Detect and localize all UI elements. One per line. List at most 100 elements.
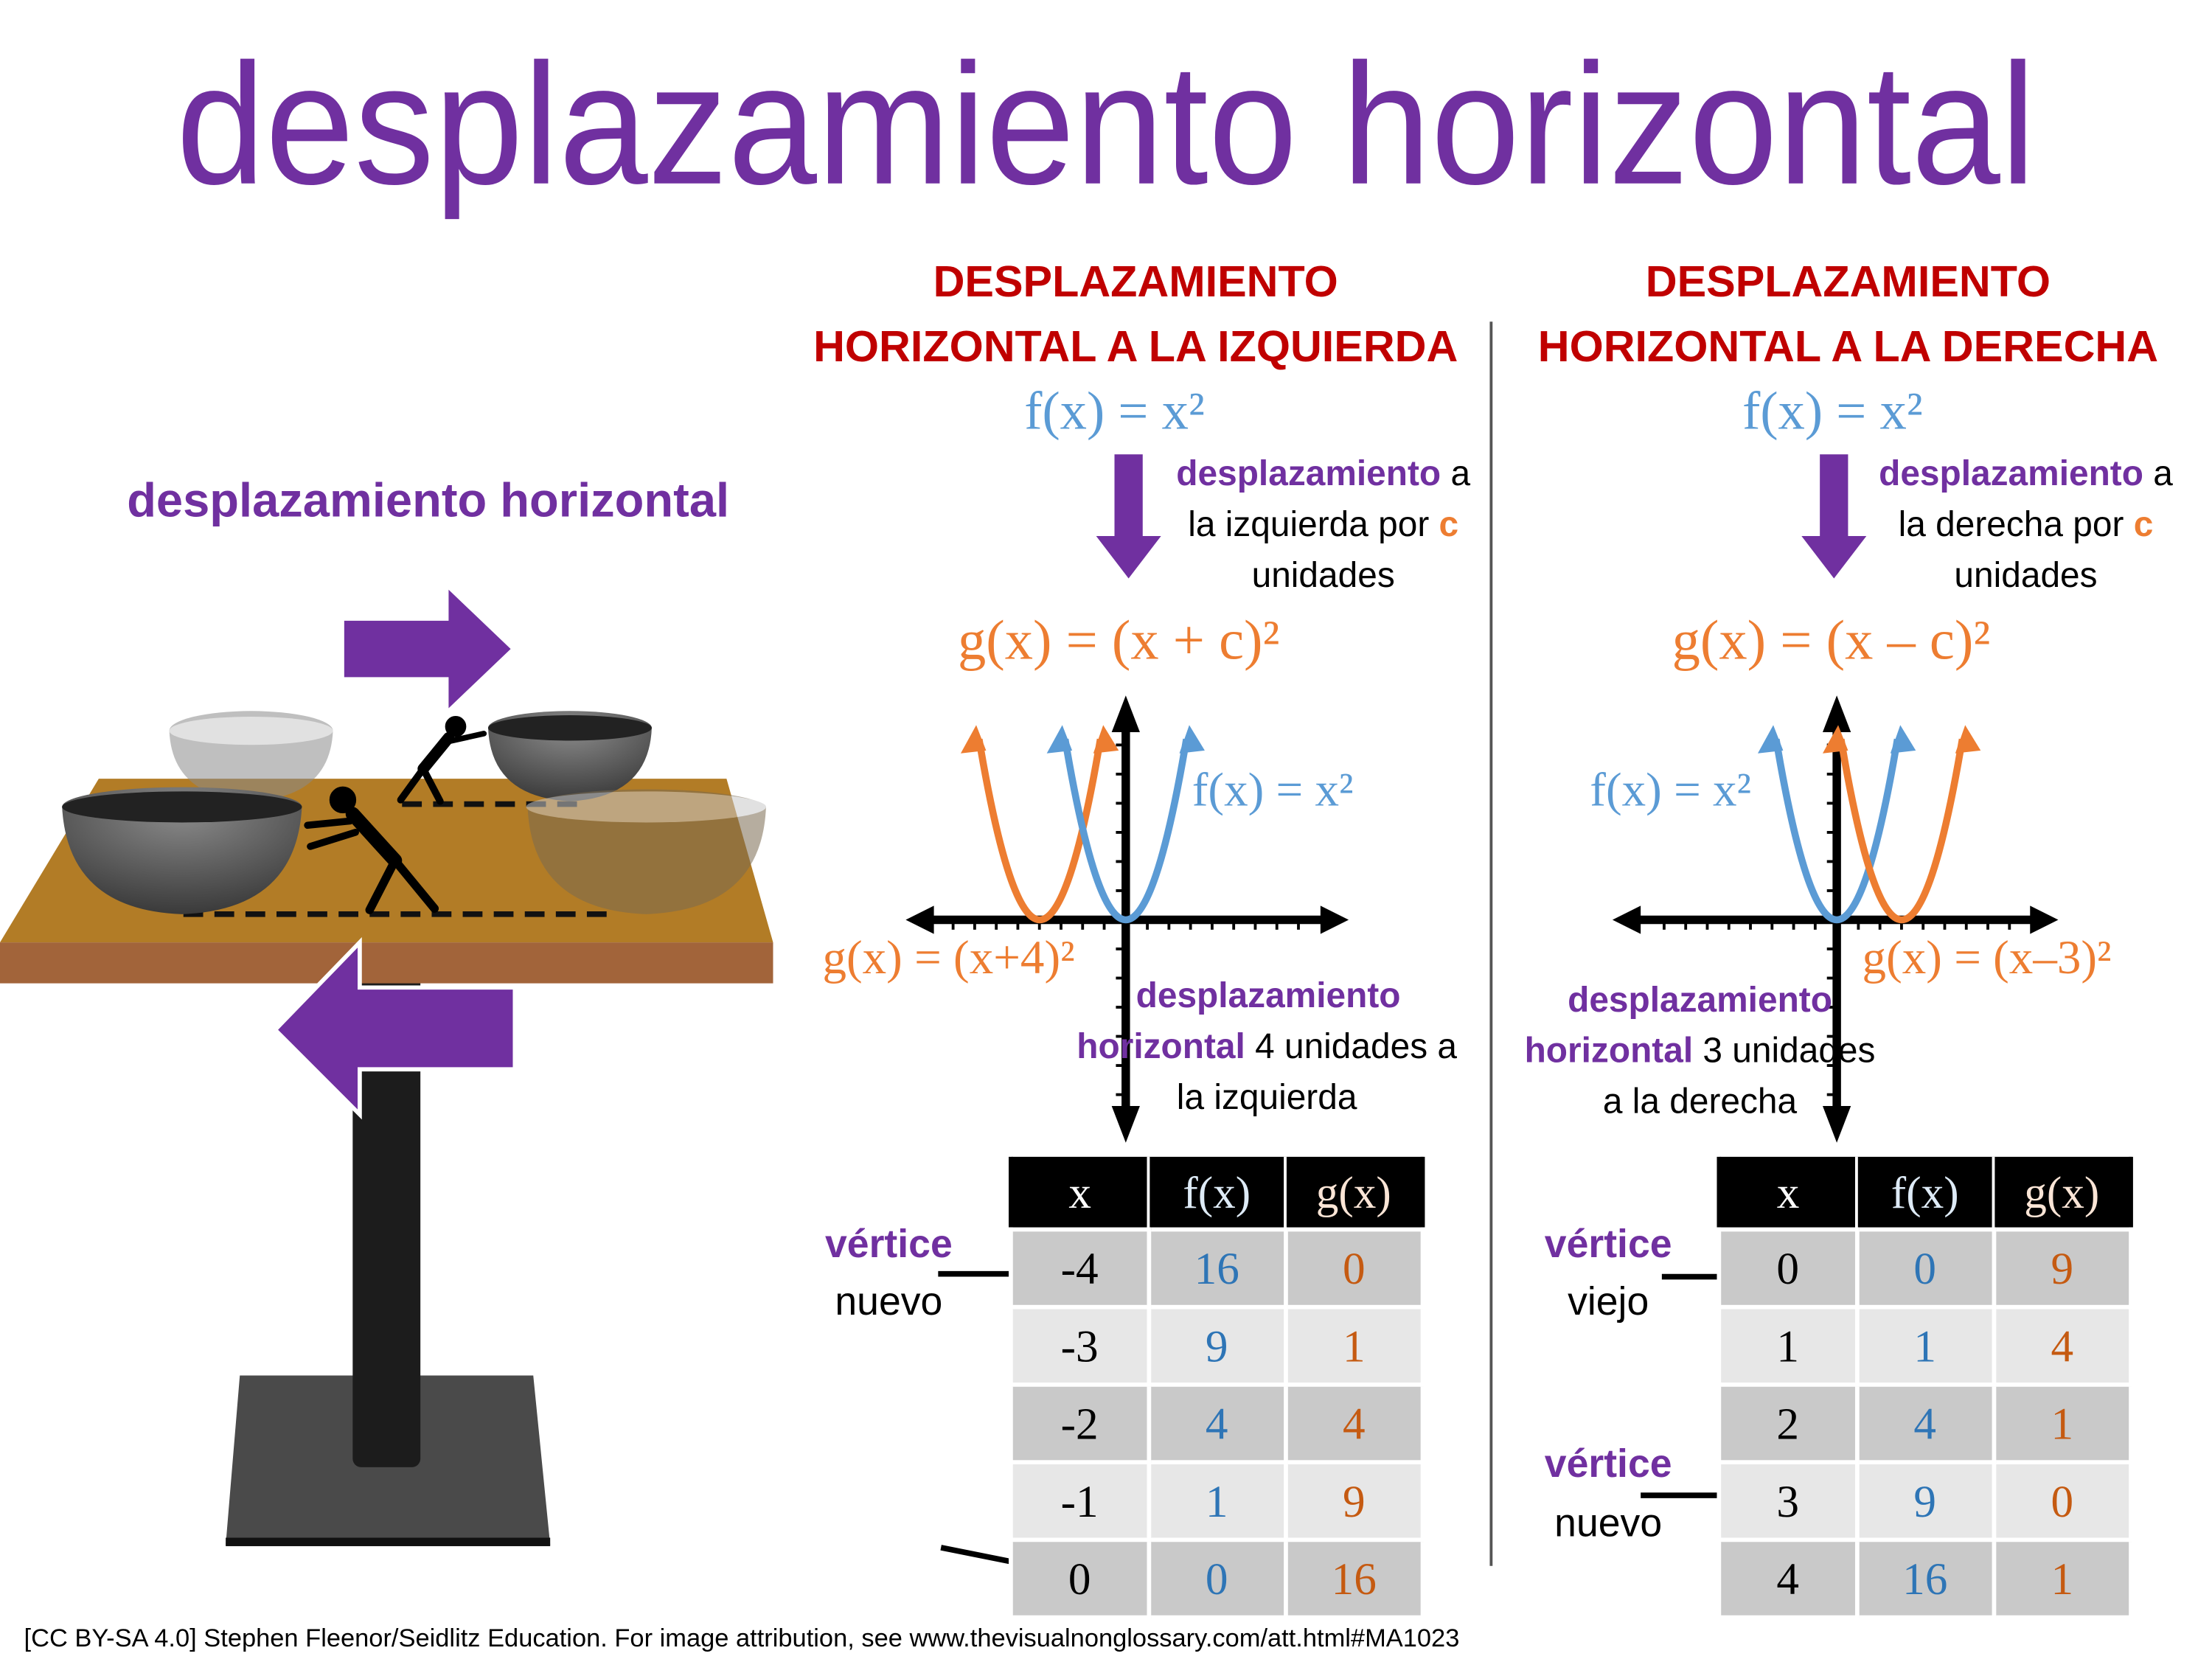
column-header: x — [1010, 1156, 1149, 1230]
right-graph-f-label: f(x) = x² — [1590, 765, 1752, 817]
desc-c: c — [1439, 504, 1459, 545]
g-cell: 1 — [1991, 1382, 2133, 1465]
left-g-equation: g(x) = (x + c)² — [957, 608, 1280, 672]
y-axis-arrow-icon — [1822, 695, 1851, 733]
right-g-equation: g(x) = (x – c)² — [1672, 608, 1991, 672]
f-cell: 1 — [1854, 1304, 1996, 1387]
left-heading-line1: DESPLAZAMIENTO — [933, 257, 1338, 307]
left-heading-line2: HORIZONTAL A LA IZQUIERDA — [813, 321, 1458, 372]
x-cell: 3 — [1717, 1460, 1859, 1543]
right-vertex-old-sub: viejo — [1568, 1279, 1649, 1324]
shift-line3: a la derecha — [1602, 1082, 1798, 1122]
f-curve-arrow-icon — [1890, 725, 1916, 754]
f-curve — [1061, 738, 1190, 923]
f-cell: 0 — [1146, 1537, 1287, 1620]
f-curve-arrow-icon — [1179, 725, 1205, 754]
shift-bold1: desplazamiento — [1568, 980, 1832, 1020]
desc-a: a — [1441, 454, 1471, 494]
desc-line3: unidades — [1251, 555, 1395, 596]
g-cell: 4 — [1283, 1382, 1425, 1465]
f-cell: 16 — [1146, 1227, 1287, 1310]
x-cell: -1 — [1009, 1460, 1151, 1543]
x-axis-arrow-icon — [1320, 905, 1349, 934]
left-graph-f-label: f(x) = x² — [1192, 765, 1354, 817]
table-pedestal — [352, 973, 421, 1467]
desc-bold: desplazamiento — [1176, 454, 1441, 494]
g-curve-arrow-icon — [1955, 725, 1981, 754]
bowl-faded-front — [526, 789, 766, 914]
f-cell: 16 — [1854, 1537, 1996, 1620]
f-cell: 0 — [1854, 1227, 1996, 1310]
f-curve-arrow-icon — [1757, 725, 1784, 754]
bowl-faded-back — [169, 711, 333, 801]
column-header: g(x) — [1284, 1156, 1423, 1230]
f-cell: 1 — [1146, 1460, 1287, 1543]
left-shift-text: desplazamiento horizontal 4 unidades a l… — [1077, 970, 1457, 1123]
y-axis-arrow-icon — [1111, 695, 1140, 733]
left-description: desplazamiento a la izquierda por c unid… — [1176, 448, 1470, 601]
f-cell: 4 — [1854, 1382, 1996, 1465]
x-axis-arrow-icon — [2030, 905, 2059, 934]
x-cell: 0 — [1717, 1227, 1859, 1310]
g-cell: 0 — [1283, 1227, 1425, 1310]
right-vertex-new-label: vértice — [1544, 1441, 1672, 1486]
right-vertex-new-sub: nuevo — [1554, 1500, 1663, 1545]
bowl-front — [62, 787, 302, 914]
g-cell: 1 — [1283, 1304, 1425, 1387]
y-axis-arrow-icon — [1822, 1106, 1851, 1143]
shift-bold2: horizontal — [1524, 1031, 1694, 1071]
right-graph-g-label: g(x) = (x–3)² — [1862, 932, 2112, 985]
left-vertex-label: vértice — [824, 1221, 953, 1266]
shift-rest: 3 unidades — [1693, 1031, 1876, 1071]
x-cell: 4 — [1717, 1537, 1859, 1620]
desc-line2: la derecha por — [1898, 504, 2134, 545]
section-divider — [1489, 321, 1493, 1566]
down-arrow-icon — [1801, 454, 1867, 579]
f-curve — [1773, 738, 1902, 923]
down-arrow-icon — [1096, 454, 1161, 579]
desc-line3: unidades — [1954, 555, 2098, 596]
desc-bold: desplazamiento — [1879, 454, 2143, 494]
g-curve-arrow-icon — [1093, 725, 1119, 754]
left-f-equation: f(x) = x² — [1024, 382, 1205, 442]
left-vertex-sub: nuevo — [835, 1279, 943, 1324]
g-cell: 16 — [1283, 1537, 1425, 1620]
column-header: f(x) — [1854, 1156, 1994, 1230]
f-curve-arrow-icon — [1046, 725, 1073, 754]
f-cell: 4 — [1146, 1382, 1287, 1465]
g-cell: 9 — [1283, 1460, 1425, 1543]
person-pushing-right-icon — [397, 715, 487, 805]
x-cell: -3 — [1009, 1304, 1151, 1387]
desc-line2: la izquierda por — [1188, 504, 1439, 545]
right-heading-line1: DESPLAZAMIENTO — [1645, 257, 2051, 307]
shift-line3: la izquierda — [1176, 1077, 1357, 1118]
x-axis-arrow-icon — [1612, 905, 1641, 934]
arrow-right-icon — [344, 589, 511, 709]
g-cell: 0 — [1991, 1460, 2133, 1543]
shift-rest: 4 unidades a — [1245, 1026, 1458, 1067]
column-header: x — [1719, 1156, 1857, 1230]
desc-a: a — [2143, 454, 2173, 494]
x-cell: -4 — [1009, 1227, 1151, 1310]
f-cell: 9 — [1146, 1304, 1287, 1387]
g-curve-arrow-icon — [960, 725, 987, 754]
shift-bold2: horizontal — [1077, 1026, 1245, 1067]
column-header: f(x) — [1147, 1156, 1286, 1230]
x-cell: 2 — [1717, 1382, 1859, 1465]
g-cell: 4 — [1991, 1304, 2133, 1387]
x-cell: 1 — [1717, 1304, 1859, 1387]
bowl-back — [488, 711, 652, 801]
left-heading: DESPLAZAMIENTO HORIZONTAL A LA IZQUIERDA — [813, 250, 1458, 380]
page-title: desplazamiento horizontal — [175, 28, 2037, 220]
